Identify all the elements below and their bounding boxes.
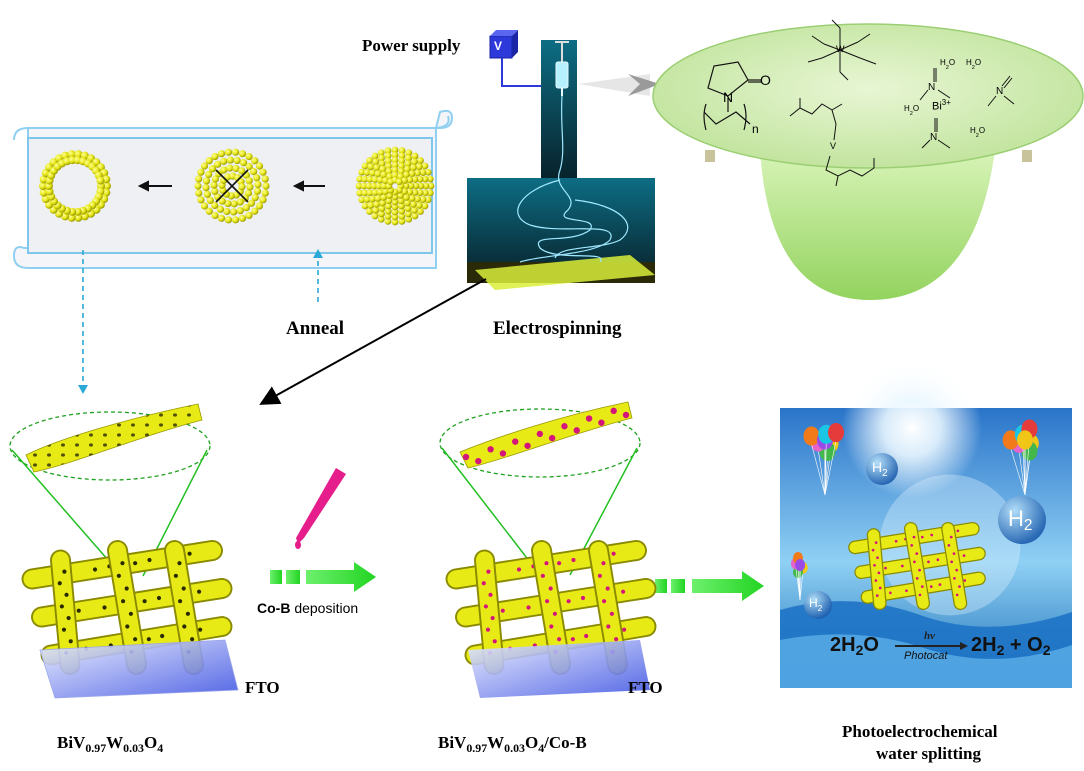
hollow-fiber-cross-section bbox=[39, 150, 111, 222]
h2-bubble-left: H2 bbox=[809, 596, 823, 613]
pipette-icon bbox=[295, 468, 346, 549]
voltmeter-label: V bbox=[494, 39, 503, 53]
precursor-solution-bowl bbox=[652, 23, 1084, 300]
power-supply-label: Power supply bbox=[362, 36, 461, 55]
nitrate-n-2: N bbox=[996, 86, 1004, 97]
water-3: H2O bbox=[904, 104, 920, 117]
spinning-jet bbox=[517, 95, 629, 263]
pec-label-line2: water splitting bbox=[876, 744, 981, 763]
decomposing-fiber-cross-section bbox=[194, 148, 270, 224]
power-supply-icon bbox=[489, 30, 555, 87]
h2-bubble-large: H2 bbox=[1008, 506, 1033, 534]
electrospinning-label: Electrospinning bbox=[493, 318, 622, 339]
process-arrow-collect bbox=[259, 278, 487, 405]
co-b-dots-zoom bbox=[462, 407, 630, 465]
dashed-arrow-head-down bbox=[78, 385, 88, 394]
vanadium-label: V bbox=[830, 141, 837, 151]
electrospinning-chamber bbox=[467, 40, 655, 290]
anneal-label: Anneal bbox=[286, 318, 345, 339]
pvp-structure bbox=[703, 61, 762, 131]
deposition-label: Co-B deposition bbox=[257, 600, 359, 616]
water-4: H2O bbox=[970, 126, 986, 139]
tungsten-label: W bbox=[836, 44, 845, 54]
hv-label: hν bbox=[924, 630, 935, 642]
nitrate-n-3: N bbox=[930, 132, 938, 143]
fiber-network-right bbox=[848, 521, 986, 611]
reaction-arrow bbox=[895, 642, 968, 650]
h2-bubble-small: H2 bbox=[872, 459, 888, 479]
process-arrow-deposition bbox=[270, 562, 376, 592]
solid-fiber-cross-section bbox=[355, 146, 435, 226]
fto-label-left: FTO bbox=[245, 678, 280, 697]
water-1: H2O bbox=[940, 58, 956, 71]
fiber-zoom-left bbox=[9, 403, 211, 577]
dashed-connectors bbox=[82, 250, 319, 385]
solution-pointer-arrow bbox=[578, 74, 660, 96]
pvp-repeat: n bbox=[752, 122, 759, 136]
water-2: H2O bbox=[966, 58, 982, 71]
vanadyl-acac-structure bbox=[789, 98, 875, 187]
pvp-nitrogen: N bbox=[723, 89, 734, 105]
bismuth-label: Bi3+ bbox=[932, 98, 951, 113]
nitrate-structures bbox=[919, 68, 1015, 149]
fto-substrate-left bbox=[39, 639, 239, 699]
photocat-label: Photocat bbox=[904, 650, 948, 662]
fto-label-middle: FTO bbox=[628, 678, 663, 697]
dashed-arrow-head bbox=[313, 249, 323, 258]
reaction-reactant: 2H2O bbox=[830, 634, 879, 658]
syringe-icon bbox=[555, 41, 569, 96]
reaction-products: 2H2 + O2 bbox=[971, 634, 1051, 658]
anneal-stage-arrows bbox=[137, 180, 325, 192]
nitrate-n-1: N bbox=[928, 82, 936, 93]
formula-bivwo4: BiV0.97W0.03O4 bbox=[57, 733, 164, 755]
tungsten-ethoxide-structure bbox=[807, 19, 877, 81]
pec-label-line1: Photoelectrochemical bbox=[842, 722, 998, 741]
fto-substrate-middle bbox=[468, 640, 650, 698]
process-arrow-water-splitting bbox=[655, 571, 764, 601]
formula-bivwo4-cob: BiV0.97W0.03O4/Co-B bbox=[438, 733, 587, 755]
pvp-oxygen: O bbox=[760, 72, 771, 88]
balloon-icon bbox=[790, 419, 1039, 601]
